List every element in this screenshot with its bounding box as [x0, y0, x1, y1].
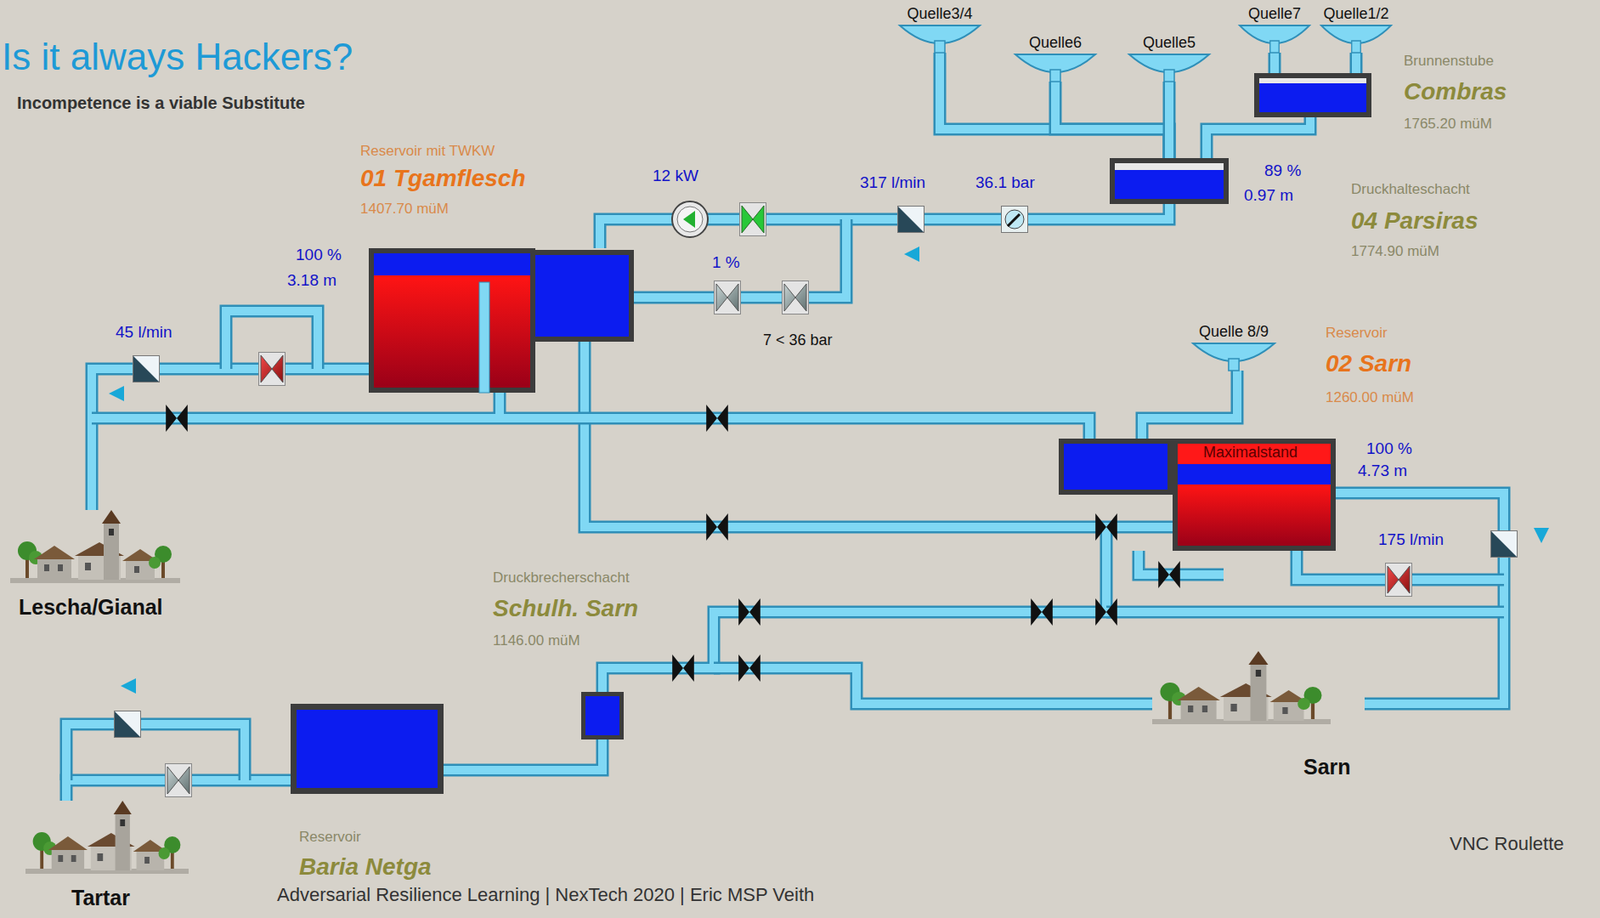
flow-value: 45 l/min — [115, 322, 173, 342]
pipe-stroke — [1142, 370, 1238, 439]
node-text: 1146.00 müM — [492, 632, 581, 650]
node-text: Combras — [1403, 78, 1507, 106]
break-pressure-tank: DruckbrecherschachtSchulh. Sarn1146.00 m… — [581, 691, 624, 740]
node-text: Maximalstand — [1203, 443, 1298, 462]
node-text: 1765.20 müM — [1403, 115, 1493, 133]
flow-value: 175 l/min — [1378, 530, 1444, 549]
node-text: 0.97 m — [1243, 186, 1294, 205]
node-text: Brunnenstube — [1403, 52, 1494, 70]
node-text: Tartar — [71, 885, 131, 911]
spring-label: Quelle1/2 — [1322, 5, 1389, 23]
reservoir-tank: Reservoir mit TWKW01 Tgamflesch1407.70 m… — [368, 248, 634, 393]
pipe-stroke — [1055, 81, 1170, 159]
pipe-stroke — [1163, 81, 1176, 159]
pipe-stroke — [1164, 81, 1174, 159]
pipe-stroke — [1055, 81, 1170, 159]
village: Lescha/Gianal — [10, 509, 181, 621]
water-pipe — [599, 203, 1170, 249]
footer-text: Adversarial Resilience Learning | NexTec… — [277, 883, 815, 905]
node-text: Lescha/Gianal — [18, 594, 164, 620]
node-text: 100 % — [295, 245, 342, 265]
node-text: Reservoir mit TWKW — [360, 142, 495, 160]
pump-power: 12 kW — [652, 166, 699, 186]
node-text: 89 % — [1264, 161, 1301, 181]
tank-shape — [1254, 73, 1372, 118]
spring-chamber: BrunnenstubeCombras1765.20 müM — [1254, 73, 1372, 118]
village: Sarn — [1152, 650, 1365, 779]
pipe-stroke — [599, 203, 1170, 249]
node-text: Reservoir — [299, 828, 362, 846]
reservoir-tank: ReservoirBaria Netga — [290, 703, 444, 794]
node-text: Baria Netga — [299, 853, 432, 881]
pipe-stroke — [1270, 52, 1279, 74]
node-text: Druckbrecherschacht — [492, 569, 630, 587]
pipe-stroke — [443, 739, 603, 770]
spring-label: Quelle3/4 — [906, 5, 973, 23]
water-pipe — [1206, 117, 1311, 159]
pipe-stroke — [939, 52, 1170, 159]
reservoir-tank: Reservoir02 Sarn1260.00 müMMaximalstand1… — [1058, 438, 1336, 551]
water-pipe — [1356, 52, 1357, 74]
village: Tartar — [25, 800, 189, 911]
node-text: 1407.70 müM — [360, 200, 449, 218]
pipe-stroke — [443, 739, 603, 770]
spring: Quelle6 — [1008, 33, 1103, 82]
source-note: VNC Roulette — [1449, 832, 1565, 854]
tank-shape — [368, 248, 634, 393]
node-text: 4.73 m — [1357, 461, 1408, 481]
tank-shape — [290, 703, 444, 794]
pressure-value: 36.1 bar — [975, 173, 1035, 193]
pipe-stroke — [1206, 117, 1311, 159]
pipe-stroke — [1142, 370, 1238, 439]
spring: Quelle 8/9 — [1186, 322, 1282, 371]
pipe-stroke — [599, 203, 1170, 249]
valve-opening: 1 % — [712, 253, 741, 272]
flow-value: 317 l/min — [859, 173, 926, 193]
slide-title: Is it always Hackers? — [1, 35, 353, 80]
pipe-stroke — [1268, 52, 1282, 74]
pipe-stroke — [1335, 492, 1504, 704]
node-text: 3.18 m — [287, 271, 337, 290]
pipe-stroke — [1335, 492, 1504, 704]
tank-shape — [581, 691, 624, 740]
water-pipe — [1169, 81, 1171, 159]
water-pipe — [1274, 52, 1276, 74]
water-pipe — [1142, 370, 1238, 439]
water-pipe — [443, 739, 603, 770]
tank-shape — [1109, 158, 1229, 204]
pipe-stroke — [1206, 117, 1311, 159]
water-pipe — [939, 52, 1170, 159]
node-text: 1260.00 müM — [1325, 389, 1414, 407]
node-text: Sarn — [1303, 754, 1352, 780]
pressure-limit: 7 < 36 bar — [763, 331, 833, 350]
spring-label: Quelle7 — [1248, 5, 1301, 23]
water-pipe — [1055, 81, 1170, 159]
water-pipe — [91, 368, 369, 510]
pipe-stroke — [91, 368, 369, 510]
spring: Quelle5 — [1122, 33, 1216, 82]
spring-label: Quelle 8/9 — [1198, 322, 1269, 341]
spring: Quelle1/2 — [1315, 5, 1397, 53]
node-text: Druckhalteschacht — [1351, 180, 1470, 198]
pipe-stroke — [939, 52, 1170, 159]
spring-label: Quelle5 — [1142, 33, 1196, 52]
pressure-shaft: 89 %0.97 mDruckhalteschacht04 Parsiras17… — [1109, 158, 1229, 204]
spring: Quelle7 — [1233, 5, 1316, 53]
node-text: 01 Tgamflesch — [360, 164, 526, 193]
spring: Quelle3/4 — [893, 5, 987, 53]
node-text: Reservoir — [1325, 324, 1388, 342]
spring-label: Quelle6 — [1028, 33, 1082, 52]
node-text: Schulh. Sarn — [492, 594, 639, 622]
pipe-stroke — [1351, 52, 1361, 74]
node-text: 02 Sarn — [1325, 350, 1412, 378]
pipe-stroke — [91, 368, 369, 510]
node-text: 1774.90 müM — [1351, 243, 1440, 261]
node-text: 100 % — [1366, 439, 1413, 458]
water-pipe — [1335, 492, 1504, 704]
subtitle: Incompetence is a viable Substitute — [16, 93, 306, 114]
pipe-stroke — [1350, 52, 1363, 74]
node-text: 04 Parsiras — [1351, 207, 1478, 235]
